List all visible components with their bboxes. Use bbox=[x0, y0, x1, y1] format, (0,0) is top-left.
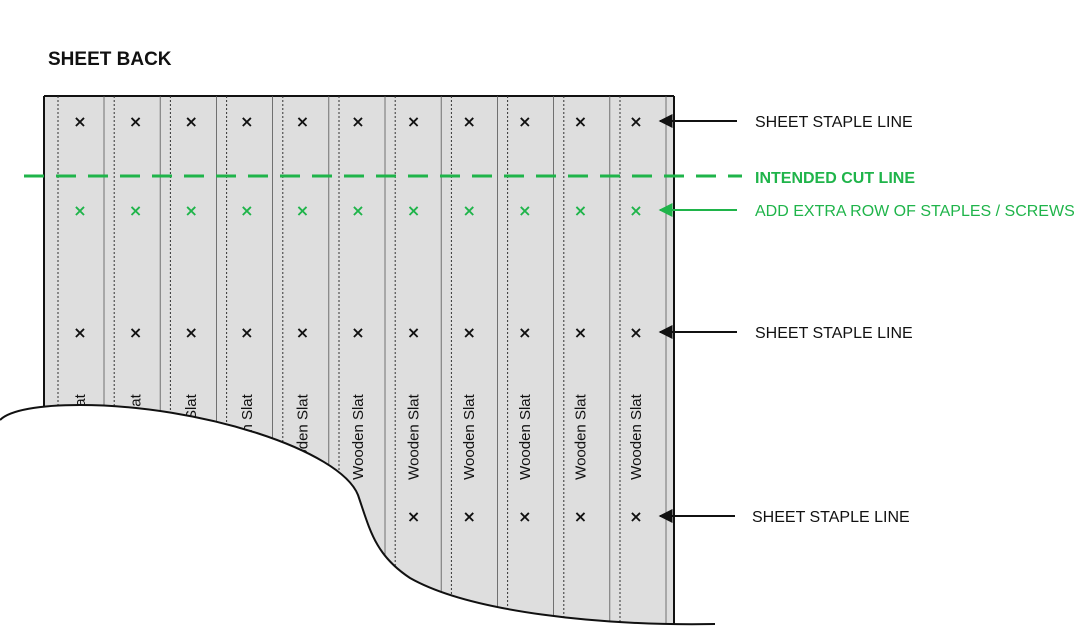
staple-row-extra: × × × × × × × × × × × bbox=[73, 201, 642, 220]
staple-mark: × bbox=[407, 201, 420, 220]
label-staple-line-top: SHEET STAPLE LINE bbox=[755, 114, 913, 131]
staple-mark: × bbox=[73, 201, 86, 220]
staple-mark: × bbox=[629, 507, 642, 526]
staple-mark: × bbox=[462, 112, 475, 131]
label-staple-line-bottom: SHEET STAPLE LINE bbox=[752, 509, 910, 526]
staple-mark: × bbox=[351, 112, 364, 131]
staple-row-middle: × × × × × × × × × × × bbox=[73, 323, 642, 342]
diagram-title: SHEET BACK bbox=[48, 49, 172, 70]
staple-mark: × bbox=[462, 507, 475, 526]
staple-row-top: × × × × × × × × × × × bbox=[73, 112, 642, 131]
staple-mark: × bbox=[518, 112, 531, 131]
staple-mark: × bbox=[462, 323, 475, 342]
slat-label: Wooden Slat bbox=[628, 393, 645, 479]
staple-mark: × bbox=[184, 323, 197, 342]
staple-mark: × bbox=[407, 112, 420, 131]
staple-mark: × bbox=[73, 323, 86, 342]
slat-label: Wooden Slat bbox=[350, 393, 367, 479]
staple-mark: × bbox=[518, 201, 531, 220]
torn-away-region bbox=[0, 405, 715, 628]
staple-mark: × bbox=[518, 323, 531, 342]
staple-mark: × bbox=[129, 323, 142, 342]
staple-mark: × bbox=[351, 201, 364, 220]
staple-mark: × bbox=[129, 201, 142, 220]
slat-label: Wooden Slat bbox=[461, 393, 478, 479]
staple-mark: × bbox=[574, 323, 587, 342]
staple-mark: × bbox=[73, 112, 86, 131]
staple-mark: × bbox=[351, 323, 364, 342]
label-cut-line: INTENDED CUT LINE bbox=[755, 170, 915, 187]
staple-mark: × bbox=[518, 507, 531, 526]
staple-mark: × bbox=[129, 112, 142, 131]
staple-mark: × bbox=[184, 201, 197, 220]
label-staple-line-middle: SHEET STAPLE LINE bbox=[755, 325, 913, 342]
staple-mark: × bbox=[240, 112, 253, 131]
staple-mark: × bbox=[296, 323, 309, 342]
staple-mark: × bbox=[296, 112, 309, 131]
slat-label: Wooden Slat bbox=[406, 393, 423, 479]
staple-mark: × bbox=[574, 112, 587, 131]
slat-label: Wooden Slat bbox=[572, 393, 589, 479]
staple-mark: × bbox=[574, 507, 587, 526]
slat-label: Wooden Slat bbox=[517, 393, 534, 479]
staple-mark: × bbox=[629, 112, 642, 131]
staple-mark: × bbox=[240, 323, 253, 342]
staple-row-bottom: × × × × × bbox=[407, 507, 643, 526]
staple-mark: × bbox=[184, 112, 197, 131]
label-extra-row: ADD EXTRA ROW OF STAPLES / SCREWS bbox=[755, 203, 1074, 220]
staple-mark: × bbox=[407, 507, 420, 526]
staple-mark: × bbox=[462, 201, 475, 220]
staple-mark: × bbox=[629, 323, 642, 342]
staple-mark: × bbox=[407, 323, 420, 342]
staple-mark: × bbox=[629, 201, 642, 220]
torn-edge-outline bbox=[0, 403, 716, 626]
staple-mark: × bbox=[240, 201, 253, 220]
staple-mark: × bbox=[574, 201, 587, 220]
staple-mark: × bbox=[296, 201, 309, 220]
